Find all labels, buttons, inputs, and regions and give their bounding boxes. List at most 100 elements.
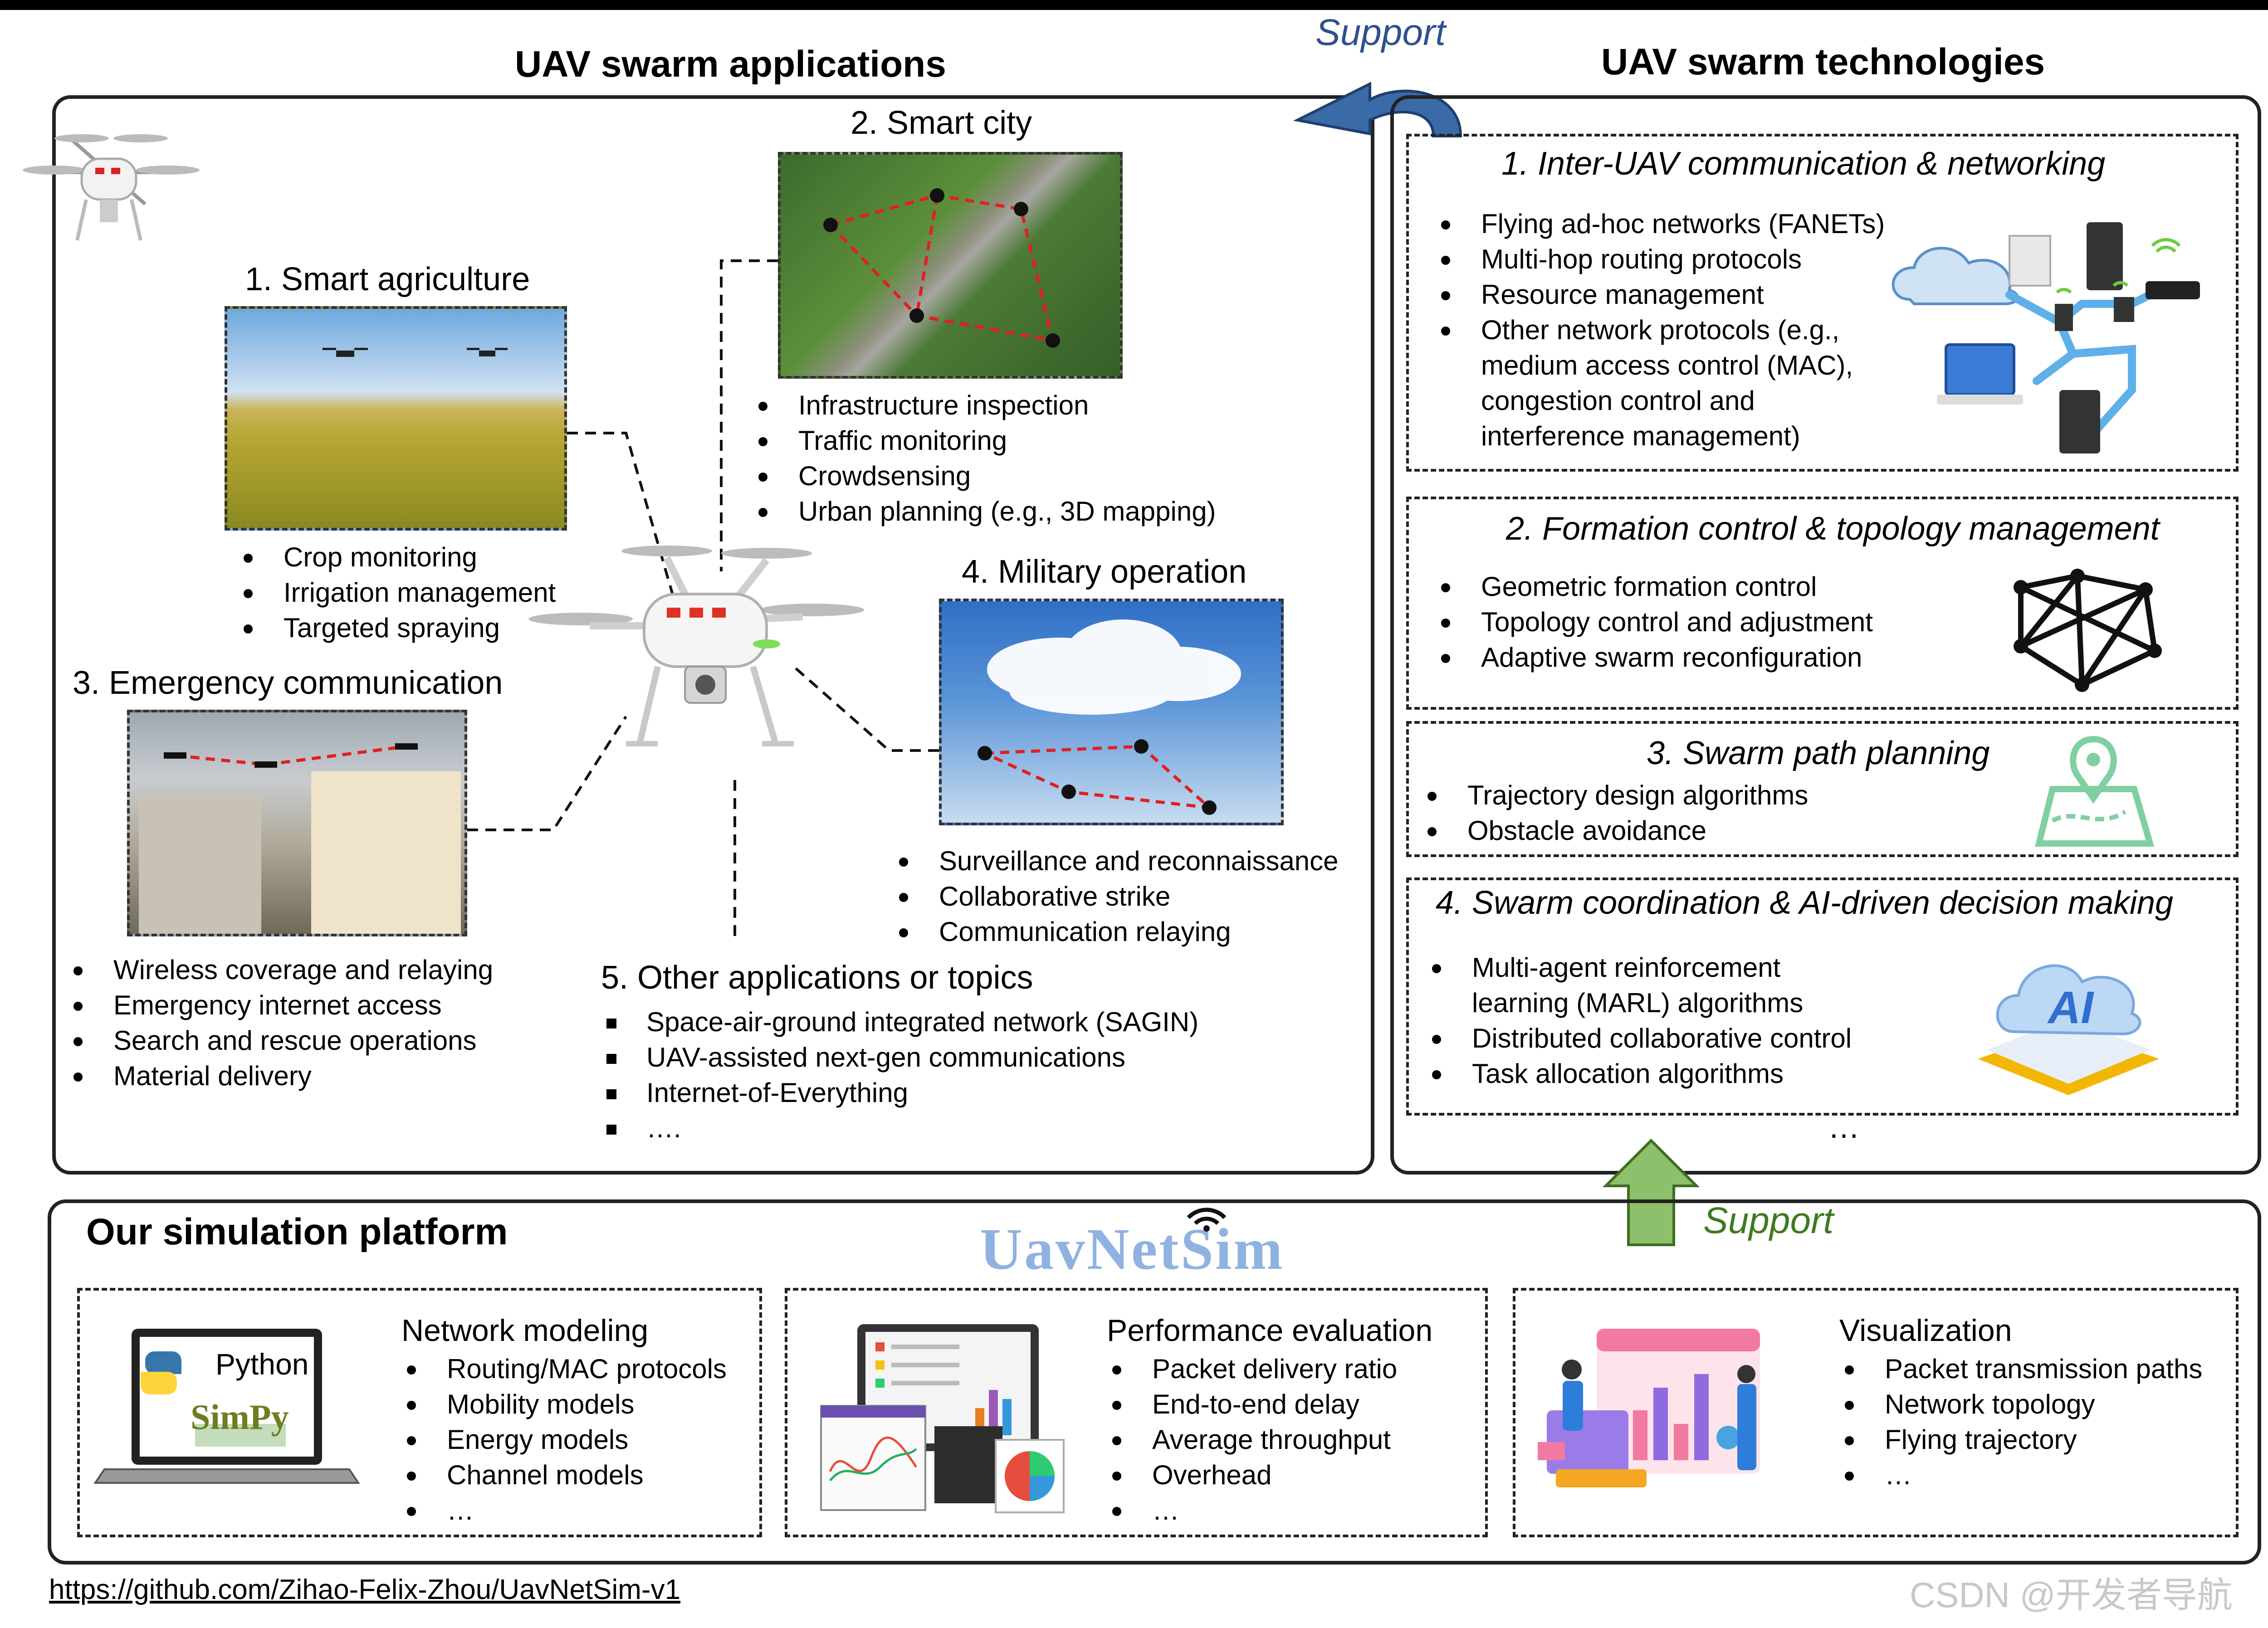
continuation-line: medium access control (MAC), bbox=[1481, 350, 1853, 380]
watermark: CSDN @开发者导航 bbox=[1910, 1575, 2233, 1615]
tech-4-title: 4. Swarm coordination & AI-driven decisi… bbox=[1436, 885, 2174, 921]
agri-drones-icon bbox=[323, 348, 508, 357]
network-modeling-list: Routing/MAC protocols Mobility models En… bbox=[401, 1351, 727, 1528]
list-item: … bbox=[1839, 1457, 2202, 1493]
list-item: Infrastructure inspection bbox=[753, 388, 1216, 423]
continuation-line: congestion control and bbox=[1481, 385, 1755, 416]
military-list: Surveillance and reconnaissance Collabor… bbox=[894, 843, 1339, 950]
list-item: … bbox=[401, 1493, 727, 1528]
list-item: Distributed collaborative control bbox=[1427, 1021, 1852, 1056]
applications-panel bbox=[52, 95, 1374, 1175]
platform-panel bbox=[48, 1199, 2261, 1565]
list-item: Emergency internet access bbox=[68, 988, 493, 1023]
other-title: 5. Other applications or topics bbox=[601, 960, 1033, 996]
list-item: Communication relaying bbox=[894, 914, 1339, 950]
list-item: Other network protocols (e.g., bbox=[1436, 312, 1885, 348]
list-item: Flying trajectory bbox=[1839, 1422, 2202, 1457]
laptop-icon bbox=[93, 1329, 360, 1484]
tech-4-list: Multi-agent reinforcement bbox=[1427, 950, 1780, 985]
tech-1-list: Flying ad-hoc networks (FANETs) Multi-ho… bbox=[1436, 206, 1885, 348]
list-item: Crop monitoring bbox=[238, 540, 556, 575]
network-modeling-box bbox=[77, 1288, 762, 1537]
list-item: Network topology bbox=[1839, 1387, 2202, 1422]
performance-box bbox=[785, 1288, 1488, 1537]
visualization-title: Visualization bbox=[1839, 1313, 2012, 1348]
tech-2-list: Geometric formation control Topology con… bbox=[1436, 569, 1873, 675]
tech-2-title: 2. Formation control & topology manageme… bbox=[1506, 511, 2160, 547]
tech-1-title: 1. Inter-UAV communication & networking bbox=[1501, 146, 2106, 182]
other-list: Space-air-ground integrated network (SAG… bbox=[601, 1004, 1198, 1146]
performance-list: Packet delivery ratio End-to-end delay A… bbox=[1107, 1351, 1397, 1528]
list-item: Crowdsensing bbox=[753, 458, 1216, 494]
ai-illustration: AI bbox=[1964, 927, 2173, 1104]
visualization-illustration-icon bbox=[1538, 1329, 1760, 1487]
list-item: Routing/MAC protocols bbox=[401, 1351, 727, 1387]
list-item: Trajectory design algorithms bbox=[1422, 778, 1808, 813]
list-item: Channel models bbox=[401, 1457, 727, 1493]
visualization-list: Packet transmission paths Network topolo… bbox=[1839, 1351, 2202, 1493]
list-item: Obstacle avoidance bbox=[1422, 813, 1808, 848]
platform-title: Our simulation platform bbox=[86, 1211, 508, 1253]
list-item: Multi-hop routing protocols bbox=[1436, 242, 1885, 277]
support-bottom-label: Support bbox=[1703, 1200, 1834, 1241]
performance-charts-icon bbox=[820, 1324, 1065, 1513]
list-item: … bbox=[1107, 1493, 1397, 1528]
uavnetsim-logo: UavNetSim bbox=[980, 1217, 1285, 1282]
list-item: Multi-agent reinforcement bbox=[1427, 950, 1780, 985]
military-photo bbox=[939, 599, 1284, 825]
tech-1-box bbox=[1406, 134, 2239, 472]
wifi-icon bbox=[1187, 1208, 1227, 1232]
emergency-list: Wireless coverage and relaying Emergency… bbox=[68, 952, 493, 1094]
network-illustration-icon bbox=[1892, 222, 2200, 453]
list-item: Urban planning (e.g., 3D mapping) bbox=[753, 494, 1216, 529]
list-item: …. bbox=[601, 1111, 1198, 1146]
smart-city-photo bbox=[778, 152, 1123, 379]
list-item: Irrigation management bbox=[238, 575, 556, 610]
list-item: Packet delivery ratio bbox=[1107, 1351, 1397, 1387]
technologies-title: UAV swarm technologies bbox=[1601, 41, 2045, 83]
emergency-title: 3. Emergency communication bbox=[73, 665, 503, 701]
applications-title: UAV swarm applications bbox=[515, 44, 946, 85]
network-modeling-title: Network modeling bbox=[401, 1313, 649, 1348]
smart-city-list: Infrastructure inspection Traffic monito… bbox=[753, 388, 1216, 529]
list-item: UAV-assisted next-gen communications bbox=[601, 1040, 1198, 1075]
tech-3-box bbox=[1406, 721, 2239, 857]
continuation-line: interference management) bbox=[1481, 421, 1800, 451]
list-item: Topology control and adjustment bbox=[1436, 604, 1873, 640]
formation-graph-icon bbox=[2014, 569, 2162, 692]
tech-4-continuation: learning (MARL) algorithms bbox=[1472, 988, 1804, 1018]
list-item: Material delivery bbox=[68, 1058, 493, 1094]
github-link[interactable]: https://github.com/Zihao-Felix-Zhou/UavN… bbox=[49, 1574, 681, 1605]
list-item: Internet-of-Everything bbox=[601, 1075, 1198, 1111]
list-item: Targeted spraying bbox=[238, 610, 556, 646]
python-label: Python bbox=[215, 1347, 309, 1381]
list-item: Surveillance and reconnaissance bbox=[894, 843, 1339, 879]
tech-1-continuation: medium access control (MAC), congestion … bbox=[1481, 348, 1853, 454]
ai-cloud-icon bbox=[1978, 964, 2159, 1095]
ai-label: AI bbox=[2048, 982, 2093, 1033]
list-item: Wireless coverage and relaying bbox=[68, 952, 493, 988]
simpy-label: SimPy bbox=[191, 1397, 289, 1437]
list-item: Packet transmission paths bbox=[1839, 1351, 2202, 1387]
list-item: Collaborative strike bbox=[894, 879, 1339, 914]
small-drone-icon bbox=[23, 134, 200, 241]
tech-2-box bbox=[1406, 497, 2239, 710]
visualization-box bbox=[1513, 1288, 2239, 1537]
list-item: Flying ad-hoc networks (FANETs) bbox=[1436, 206, 1885, 242]
top-border bbox=[0, 0, 2268, 10]
technologies-panel bbox=[1390, 95, 2261, 1175]
smart-agriculture-list: Crop monitoring Irrigation management Ta… bbox=[238, 540, 556, 646]
tech-3-list: Trajectory design algorithms Obstacle av… bbox=[1422, 778, 1808, 848]
support-up-arrow-icon bbox=[1602, 1138, 1700, 1246]
tech-4-box bbox=[1406, 877, 2239, 1116]
military-title: 4. Military operation bbox=[962, 554, 1247, 590]
city-drone-links-icon bbox=[823, 188, 1060, 348]
support-top-label: Support bbox=[1315, 12, 1446, 53]
emergency-photo bbox=[127, 710, 467, 936]
smart-agriculture-title: 1. Smart agriculture bbox=[245, 261, 530, 297]
emergency-scene-icon bbox=[139, 743, 461, 934]
list-item: Geometric formation control bbox=[1436, 569, 1873, 604]
list-item: Adaptive swarm reconfiguration bbox=[1436, 640, 1873, 675]
list-item: Task allocation algorithms bbox=[1427, 1056, 1852, 1092]
